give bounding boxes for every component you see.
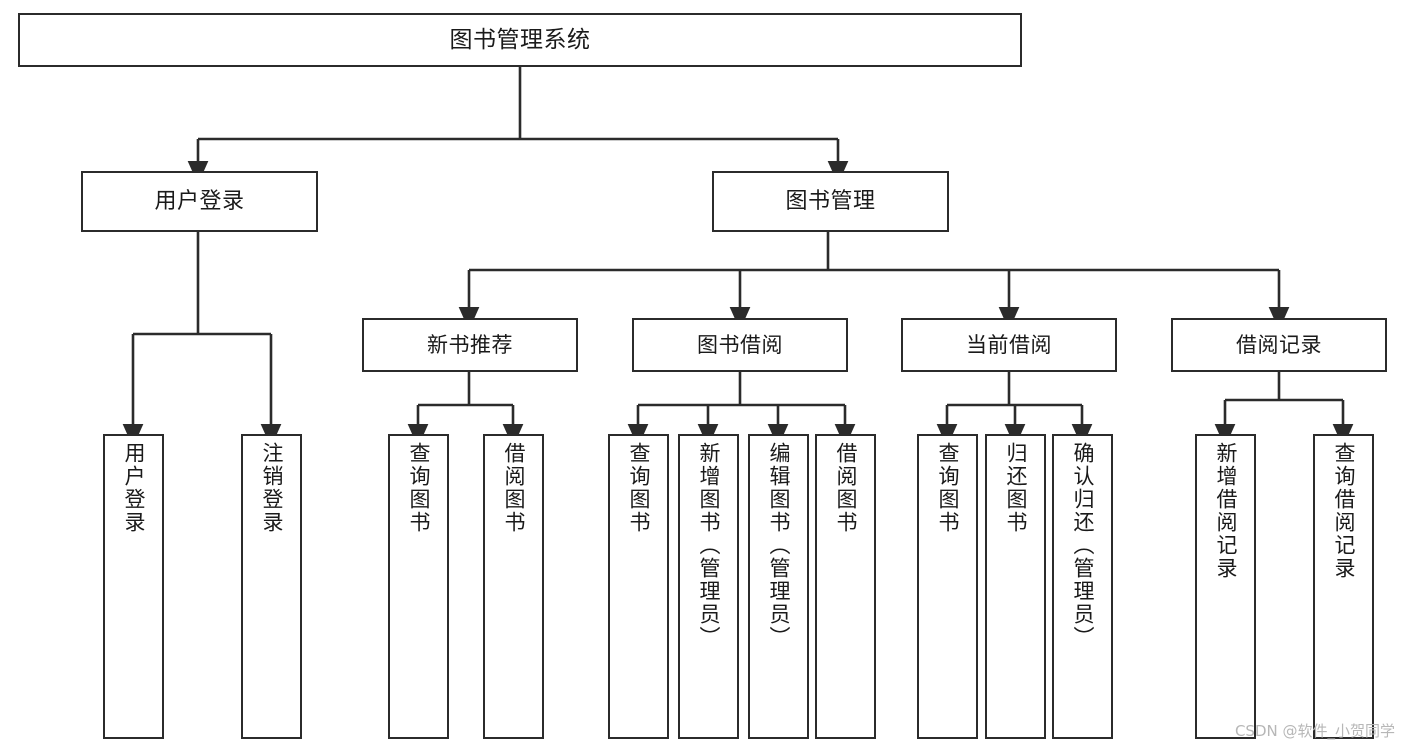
node-current-borrow-label: 当前借阅 bbox=[966, 332, 1052, 357]
node-leaf-query-book-1-label: 查询图书 bbox=[407, 442, 432, 534]
node-leaf-edit-book-label: 编辑图书（管理员） bbox=[767, 442, 792, 649]
node-leaf-borrow-book-1-label: 借阅图书 bbox=[502, 442, 527, 534]
node-leaf-query-book-3[interactable]: 查询图书 bbox=[917, 434, 978, 739]
node-leaf-user-login[interactable]: 用户登录 bbox=[103, 434, 164, 739]
node-borrow-record-label: 借阅记录 bbox=[1236, 332, 1322, 357]
node-leaf-edit-book[interactable]: 编辑图书（管理员） bbox=[748, 434, 809, 739]
node-leaf-logout-label: 注销登录 bbox=[260, 442, 285, 534]
node-leaf-query-record-label: 查询借阅记录 bbox=[1332, 442, 1357, 580]
node-leaf-user-login-label: 用户登录 bbox=[122, 442, 147, 534]
node-leaf-return-book[interactable]: 归还图书 bbox=[985, 434, 1046, 739]
node-leaf-add-book-label: 新增图书（管理员） bbox=[697, 442, 722, 649]
node-leaf-borrow-book-1[interactable]: 借阅图书 bbox=[483, 434, 544, 739]
node-leaf-query-book-1[interactable]: 查询图书 bbox=[388, 434, 449, 739]
node-book-manage[interactable]: 图书管理 bbox=[712, 171, 949, 232]
node-leaf-add-book[interactable]: 新增图书（管理员） bbox=[678, 434, 739, 739]
node-leaf-return-book-label: 归还图书 bbox=[1004, 442, 1029, 534]
node-user-login[interactable]: 用户登录 bbox=[81, 171, 318, 232]
node-new-book-rec-label: 新书推荐 bbox=[427, 332, 513, 357]
node-leaf-logout[interactable]: 注销登录 bbox=[241, 434, 302, 739]
node-book-borrow-label: 图书借阅 bbox=[697, 332, 783, 357]
node-leaf-add-record[interactable]: 新增借阅记录 bbox=[1195, 434, 1256, 739]
node-current-borrow[interactable]: 当前借阅 bbox=[901, 318, 1117, 372]
node-borrow-record[interactable]: 借阅记录 bbox=[1171, 318, 1387, 372]
node-leaf-confirm-return[interactable]: 确认归还（管理员） bbox=[1052, 434, 1113, 739]
node-leaf-query-record[interactable]: 查询借阅记录 bbox=[1313, 434, 1374, 739]
node-root[interactable]: 图书管理系统 bbox=[18, 13, 1022, 67]
node-user-login-label: 用户登录 bbox=[154, 188, 245, 214]
node-root-label: 图书管理系统 bbox=[449, 26, 591, 53]
node-leaf-add-record-label: 新增借阅记录 bbox=[1214, 442, 1239, 580]
node-leaf-query-book-3-label: 查询图书 bbox=[936, 442, 961, 534]
node-leaf-query-book-2[interactable]: 查询图书 bbox=[608, 434, 669, 739]
node-leaf-borrow-book-2[interactable]: 借阅图书 bbox=[815, 434, 876, 739]
csdn-watermark: CSDN @软件_小贺同学 bbox=[1234, 722, 1395, 740]
node-leaf-borrow-book-2-label: 借阅图书 bbox=[834, 442, 859, 534]
node-book-borrow[interactable]: 图书借阅 bbox=[632, 318, 848, 372]
node-leaf-query-book-2-label: 查询图书 bbox=[627, 442, 652, 534]
node-new-book-rec[interactable]: 新书推荐 bbox=[362, 318, 578, 372]
node-leaf-confirm-return-label: 确认归还（管理员） bbox=[1071, 442, 1096, 649]
node-book-manage-label: 图书管理 bbox=[785, 188, 876, 214]
